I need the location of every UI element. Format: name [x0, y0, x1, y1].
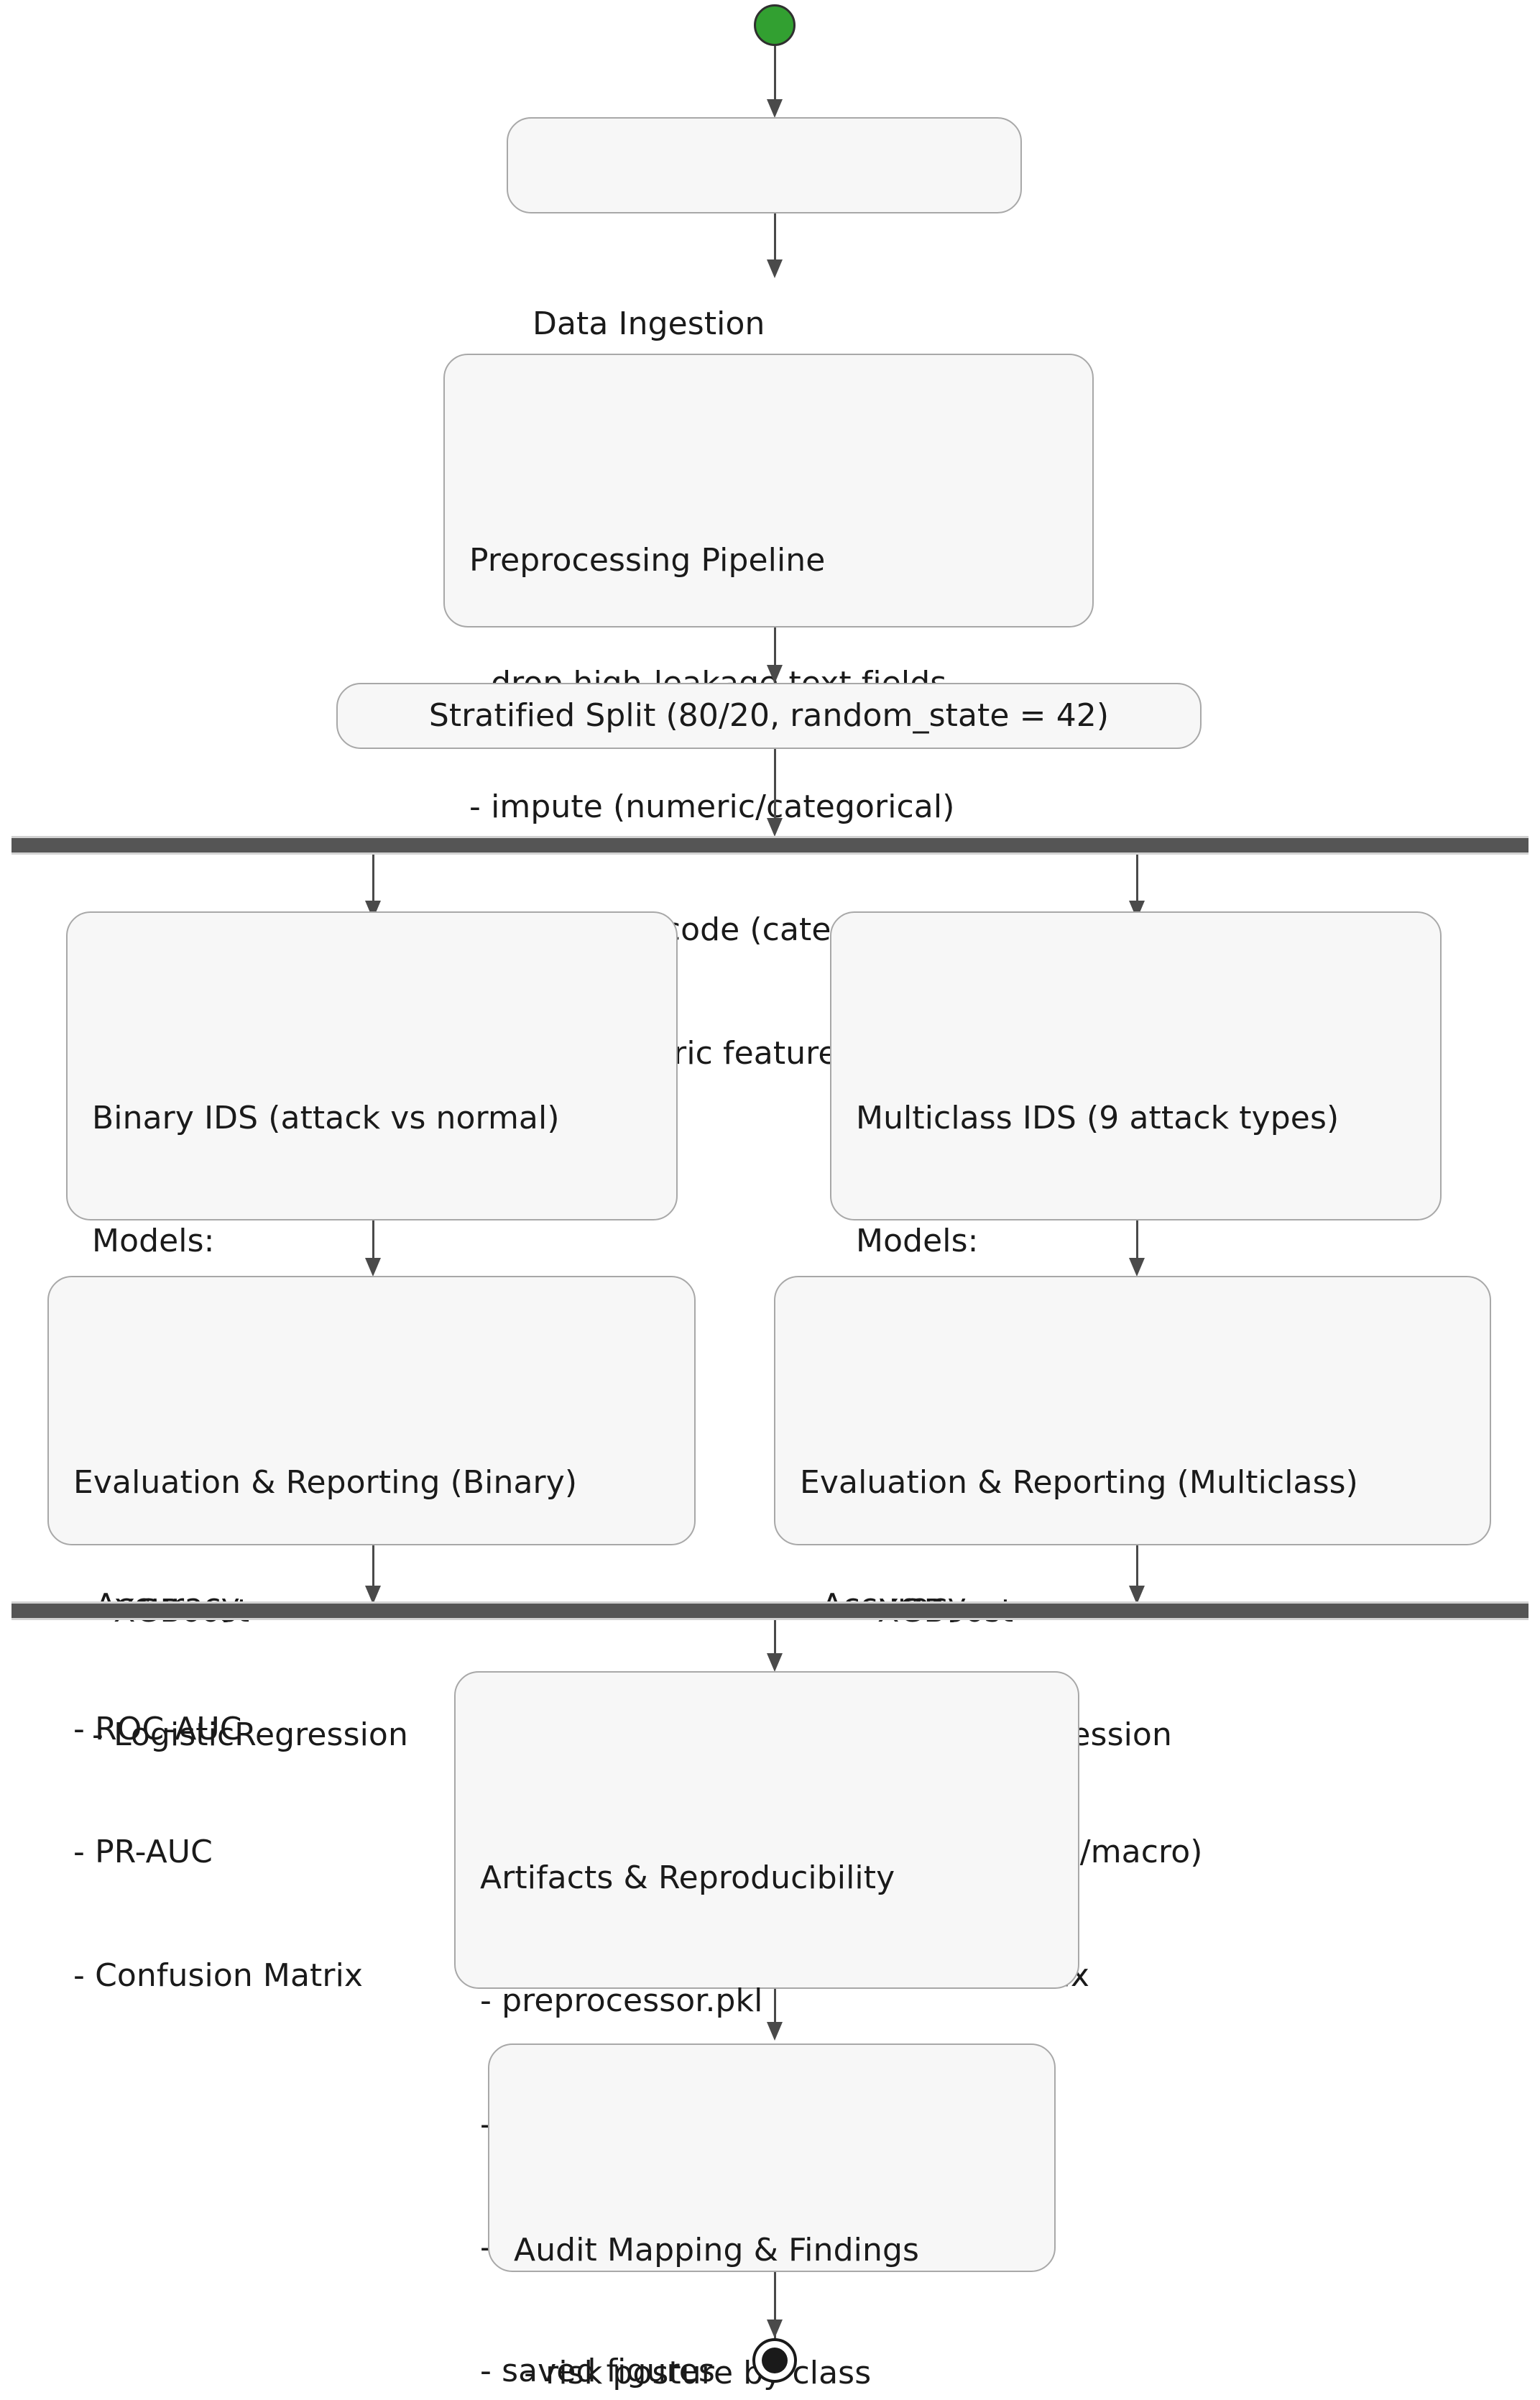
node-binary-ids: Binary IDS (attack vs normal) Models: - …	[66, 911, 678, 1753]
arrowhead-data-ingestion	[767, 99, 783, 118]
connector-start-to-data-ingestion	[774, 46, 776, 99]
node-line: - impute (numeric/categorical)	[469, 788, 955, 825]
node-line: - ROC-AUC	[73, 1710, 242, 1747]
node-line: Preprocessing Pipeline	[469, 541, 826, 579]
arrowhead-audit-mapping	[767, 2022, 783, 2041]
connector-fork-to-binary-ids	[372, 855, 374, 909]
node-line: Multiclass IDS (9 attack types)	[856, 1099, 1340, 1136]
node-evaluation-multiclass: Evaluation & Reporting (Multiclass) - Ac…	[774, 1276, 1491, 1994]
connector-join-to-artifacts	[774, 1620, 776, 1665]
node-stratified-split: Stratified Split (80/20, random_state = …	[336, 683, 1202, 749]
connector-audit-to-end	[774, 2272, 776, 2338]
connector-eval-multiclass-to-join	[1136, 1545, 1138, 1601]
fork-bar	[11, 836, 1529, 855]
connector-eval-binary-to-join	[372, 1545, 374, 1601]
arrowhead-join-left	[365, 1586, 381, 1604]
node-preprocessing-pipeline: Preprocessing Pipeline - drop high-leaka…	[443, 354, 1094, 1072]
node-line: - LogisticRegression	[92, 1716, 408, 1753]
node-line: Stratified Split (80/20, random_state = …	[428, 697, 1110, 735]
arrowhead-eval-binary	[365, 1258, 381, 1277]
connector-binary-ids-to-eval	[372, 1220, 374, 1264]
node-data-ingestion: Data Ingestion (train_test_network.csv) …	[507, 117, 1022, 589]
end-node-inner-circle	[762, 2348, 788, 2373]
connector-multiclass-ids-to-eval	[1136, 1220, 1138, 1264]
start-node	[754, 4, 796, 46]
connector-artifacts-to-audit	[774, 1989, 776, 2033]
node-evaluation-binary: Evaluation & Reporting (Binary) - Accura…	[47, 1276, 696, 1994]
arrowhead-end-node	[767, 2319, 783, 2338]
arrowhead-artifacts	[767, 1653, 783, 1672]
node-line: - Confusion Matrix	[73, 1957, 364, 1994]
arrowhead-join-right	[1129, 1586, 1145, 1604]
node-line: Models:	[92, 1223, 215, 1260]
node-line: Evaluation & Reporting (Binary)	[73, 1463, 578, 1501]
node-line: - preprocessor.pkl	[480, 1982, 763, 2020]
node-line: Evaluation & Reporting (Multiclass)	[800, 1463, 1358, 1501]
arrowhead-eval-multiclass	[1129, 1258, 1145, 1277]
node-line: Audit Mapping & Findings	[514, 2231, 920, 2268]
node-artifacts-reproducibility: Artifacts & Reproducibility - preprocess…	[454, 1671, 1079, 2389]
join-bar	[11, 1601, 1529, 1620]
connector-split-to-fork	[774, 749, 776, 818]
node-line: - saved figures	[480, 2353, 715, 2389]
node-multiclass-ids: Multiclass IDS (9 attack types) Models: …	[830, 911, 1442, 1753]
node-audit-mapping-text: Audit Mapping & Findings - risk posture …	[514, 2147, 1030, 2400]
connector-ingestion-to-preprocessing	[774, 213, 776, 259]
arrowhead-fork-bar	[767, 818, 783, 837]
arrowhead-stratified-split	[767, 665, 783, 684]
node-audit-mapping-findings: Audit Mapping & Findings - risk posture …	[488, 2043, 1056, 2391]
node-line: Data Ingestion	[532, 305, 765, 342]
node-line: Artifacts & Reproducibility	[480, 1859, 895, 1896]
connector-preprocessing-to-split	[774, 627, 776, 665]
node-line: - PR-AUC	[73, 1834, 213, 1871]
end-node	[752, 2338, 797, 2383]
connector-fork-to-multiclass-ids	[1136, 855, 1138, 909]
node-evaluation-binary-text: Evaluation & Reporting (Binary) - Accura…	[73, 1379, 670, 2078]
node-line: Models:	[856, 1223, 979, 1260]
node-line: Binary IDS (attack vs normal)	[92, 1099, 560, 1136]
arrowhead-preprocessing	[767, 259, 783, 278]
